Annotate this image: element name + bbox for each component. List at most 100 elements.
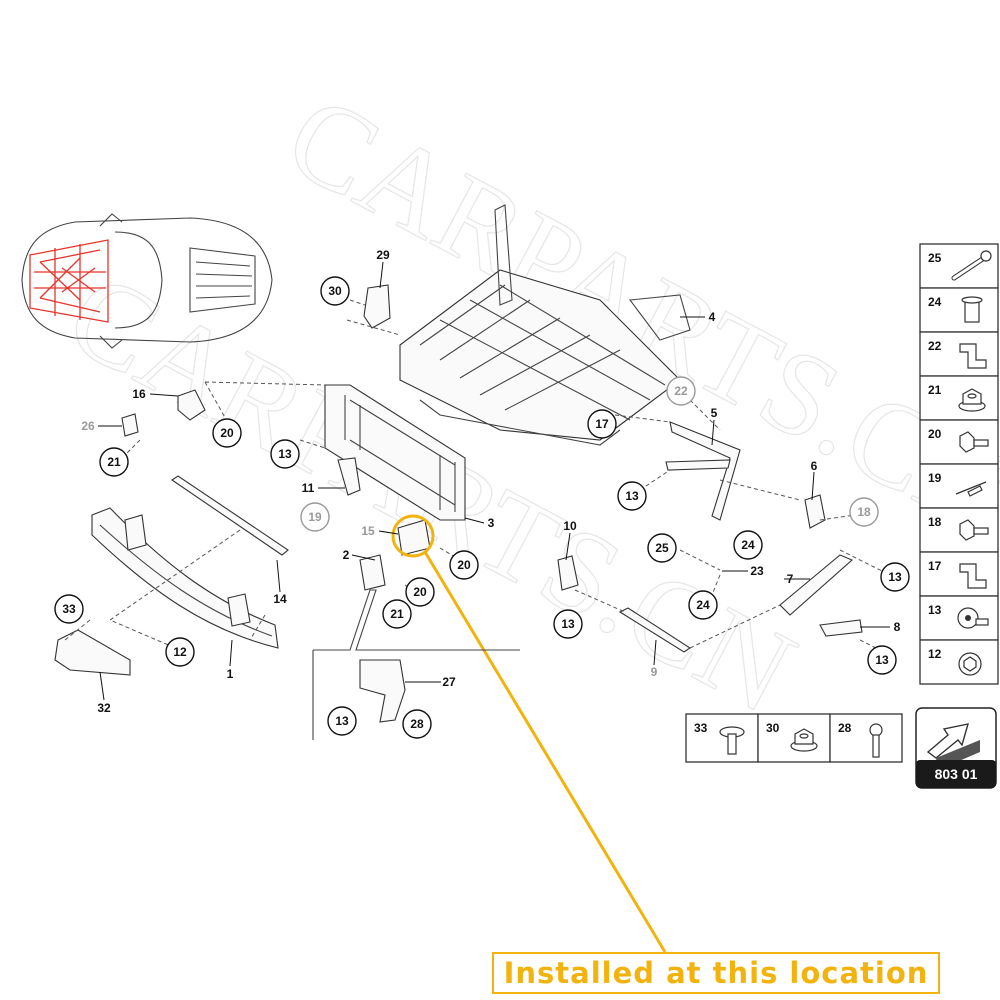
part-label-23: 23 (750, 564, 764, 578)
part-label-circle (320, 276, 350, 306)
part-label-12a: 12 (165, 637, 195, 667)
part-label-7: 7 (787, 572, 794, 586)
legend-item-number: 17 (928, 559, 942, 573)
legend-item-25: 25 (919, 243, 999, 289)
legend-item-number: 22 (928, 339, 942, 353)
legend-item-33: 33 (685, 713, 759, 763)
part-label-text: 10 (563, 519, 577, 533)
bracket-clip-icon (959, 563, 987, 589)
car-highlight-frame (29, 239, 109, 323)
legend-item-number: 13 (928, 603, 942, 617)
part-label-circle (449, 550, 479, 580)
legend-item-number: 28 (838, 721, 852, 735)
legend-item-number: 12 (928, 647, 942, 661)
part-label-circle (212, 418, 242, 448)
flange-nut-icon (790, 728, 818, 752)
fastener-legend-bottom: 33 30 28 (685, 713, 903, 763)
part-label-16: 16 (132, 387, 146, 401)
legend-item-24: 24 (919, 287, 999, 333)
part-label-text: 5 (711, 406, 718, 420)
assembly-lines (64, 299, 891, 651)
legend-item-number: 33 (694, 721, 708, 735)
car-overview (21, 213, 273, 349)
part-label-text: 28 (410, 717, 424, 731)
highlighted-part-15 (391, 514, 667, 953)
part-label-21a: 21 (99, 447, 129, 477)
wide-head-bolt-icon (719, 726, 745, 755)
part-label-text: 21 (107, 455, 121, 469)
part-label-19a: 19 (300, 502, 330, 532)
part-label-circle (617, 481, 647, 511)
legend-item-number: 19 (928, 471, 942, 485)
part-label-9: 9 (651, 665, 658, 679)
part-label-text: 15 (361, 524, 375, 538)
part-label-15: 15 (361, 524, 375, 538)
bumper-carrier-frame (324, 384, 466, 521)
part-label-text: 13 (875, 653, 889, 667)
part-label-text: 14 (273, 592, 287, 606)
part-label-22a: 22 (666, 376, 696, 406)
shoulder-bolt-icon (869, 723, 883, 758)
part-label-text: 6 (811, 459, 818, 473)
part-label-text: 30 (328, 284, 342, 298)
brackets (54, 284, 863, 723)
part-label-text: 27 (442, 675, 456, 689)
part-label-30a: 30 (320, 276, 350, 306)
legend-item-30: 30 (757, 713, 831, 763)
part-label-text: 33 (62, 602, 76, 616)
part-label-25a: 25 (647, 533, 677, 563)
part-label-text: 13 (278, 447, 292, 461)
part-label-27: 27 (442, 675, 456, 689)
part-label-text: 13 (335, 714, 349, 728)
crossmember (91, 507, 279, 649)
installed-location-callout: Installed at this location (492, 952, 940, 994)
part-label-3: 3 (488, 516, 495, 530)
main-frame-assembly (399, 204, 691, 446)
part-label-28a: 28 (402, 709, 432, 739)
part-label-text: 13 (625, 489, 639, 503)
legend-item-28: 28 (829, 713, 903, 763)
part-label-4: 4 (709, 310, 716, 324)
part-label-32: 32 (97, 701, 111, 715)
bracket-clip-icon (959, 343, 987, 369)
part-label-circle (880, 562, 910, 592)
part-label-text: 29 (376, 248, 390, 262)
part-label-text: 2 (343, 548, 350, 562)
part-label-17a: 17 (587, 409, 617, 439)
legend-item-number: 20 (928, 427, 942, 441)
part-label-text: 18 (857, 505, 871, 519)
legend-item-19: 19 (919, 463, 999, 509)
part-label-text: 23 (750, 564, 764, 578)
legend-item-number: 24 (928, 295, 942, 309)
part-label-circle (382, 599, 412, 629)
part-label-circle (165, 637, 195, 667)
part-label-text: 7 (787, 572, 794, 586)
svg-text:803 01: 803 01 (935, 766, 978, 782)
part-label-text: 19 (308, 510, 322, 524)
part-label-2: 2 (343, 548, 350, 562)
leader-lines (98, 261, 890, 701)
part-label-circle (849, 497, 879, 527)
part-label-13c: 13 (880, 562, 910, 592)
part-label-text: 13 (888, 570, 902, 584)
part-label-5: 5 (711, 406, 718, 420)
flange-nut-icon (958, 388, 986, 412)
part-label-20b: 20 (449, 550, 479, 580)
support-bar (171, 475, 289, 556)
part-label-text: 16 (132, 387, 146, 401)
part-label-text: 1 (227, 667, 234, 681)
part-label-18a: 18 (849, 497, 879, 527)
legend-item-21: 21 (919, 375, 999, 421)
part-label-13d: 13 (553, 609, 583, 639)
part-label-33a: 33 (54, 594, 84, 624)
part-label-26: 26 (81, 419, 95, 433)
part-label-8: 8 (894, 620, 901, 634)
part-label-text: 13 (561, 617, 575, 631)
rivet-nut-icon (961, 296, 983, 323)
part-label-text: 20 (457, 558, 471, 572)
flange-bolt-icon (958, 652, 982, 676)
diagram-number-badge: 803 01 (915, 707, 997, 789)
part-label-13e: 13 (867, 645, 897, 675)
